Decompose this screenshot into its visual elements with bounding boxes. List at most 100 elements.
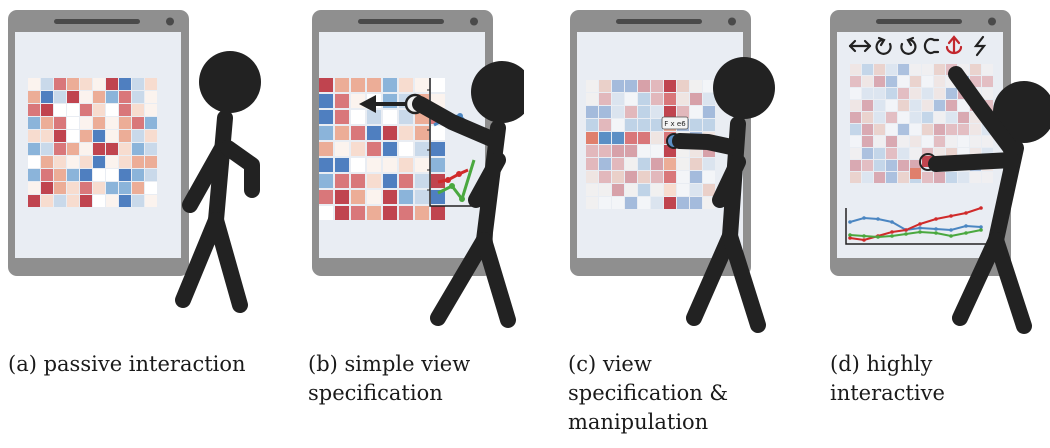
heatmap-cell xyxy=(67,91,79,103)
heatmap-cell-highlight xyxy=(664,158,676,170)
heatmap-cell xyxy=(910,160,921,171)
heatmap-cell xyxy=(80,117,92,129)
heatmap-cell xyxy=(703,171,715,183)
heatmap-cell xyxy=(850,64,861,75)
heatmap-cell xyxy=(703,119,715,131)
heatmap-cell xyxy=(586,197,598,209)
heatmap-cell xyxy=(874,64,885,75)
heatmap-cell xyxy=(335,110,349,124)
heatmap-cell xyxy=(874,148,885,159)
tablet-camera xyxy=(166,17,174,26)
upload-icon[interactable] xyxy=(945,35,963,55)
lightning-icon[interactable] xyxy=(973,35,987,57)
figure-arm-left xyxy=(468,152,506,208)
heatmap-cell xyxy=(982,76,993,87)
heatmap-cell xyxy=(119,130,131,142)
heatmap-cell xyxy=(898,88,909,99)
heatmap-cell xyxy=(612,145,624,157)
rotate-cw-icon[interactable] xyxy=(900,36,917,55)
heatmap-cell xyxy=(638,119,650,131)
heatmap-cell xyxy=(886,136,897,147)
heatmap-cell xyxy=(132,117,144,129)
heatmap-cell xyxy=(367,78,381,92)
tooltip: F x e6 xyxy=(661,116,689,130)
heatmap-cell xyxy=(677,158,689,170)
heatmap-cell xyxy=(586,106,598,118)
heatmap-cell xyxy=(41,182,53,194)
heatmap-cell xyxy=(874,76,885,87)
chart-point xyxy=(949,228,953,232)
heatmap-cell xyxy=(850,100,861,111)
heatmap-cell xyxy=(982,88,993,99)
figure-head xyxy=(199,51,261,113)
heatmap-cell xyxy=(690,171,702,183)
heatmap-cell xyxy=(415,158,429,172)
caption-label: (c) xyxy=(568,352,597,376)
heatmap-cell xyxy=(886,64,897,75)
heatmap-cell xyxy=(351,142,365,156)
heatmap-cell-highlight xyxy=(638,132,650,144)
heatmap-cell xyxy=(970,136,981,147)
heatmap-cell-highlight xyxy=(599,132,611,144)
heatmap-cell xyxy=(67,104,79,116)
heatmap-cell xyxy=(599,93,611,105)
double-arrow-icon[interactable] xyxy=(848,39,872,53)
heatmap-cell xyxy=(67,143,79,155)
heatmap-cell xyxy=(319,206,333,220)
heatmap-cell xyxy=(703,93,715,105)
heatmap-cell xyxy=(625,106,637,118)
heatmap-cell-highlight xyxy=(612,132,624,144)
heatmap-cell xyxy=(922,172,933,183)
heatmap-cell xyxy=(145,143,157,155)
heatmap-cell xyxy=(54,91,66,103)
chart-point xyxy=(876,217,880,221)
heatmap-cell xyxy=(80,143,92,155)
heatmap-cell xyxy=(106,143,118,155)
heatmap-cell xyxy=(625,80,637,92)
heatmap-cell xyxy=(677,171,689,183)
heatmap-cell xyxy=(898,76,909,87)
heatmap-cell xyxy=(934,124,945,135)
heatmap-cell-highlight xyxy=(664,80,676,92)
heatmap-cell xyxy=(946,100,957,111)
caption-a: (a) passive interaction xyxy=(8,350,270,379)
chart-point xyxy=(848,233,852,237)
heatmap-cell xyxy=(934,112,945,123)
heatmap-cell xyxy=(651,132,663,144)
figure-arm-pointing xyxy=(412,96,502,148)
heatmap-cell xyxy=(958,64,969,75)
heatmap-cell xyxy=(599,119,611,131)
heatmap-cell xyxy=(41,117,53,129)
red-series-line xyxy=(437,168,469,184)
heatmap-cell xyxy=(335,126,349,140)
panel-simple-view-specification: (b) simple view specification xyxy=(262,0,524,448)
heatmap-cell xyxy=(946,112,957,123)
heatmap-cell xyxy=(367,190,381,204)
panel-highly-interactive: (d) highly interactive xyxy=(786,0,1050,448)
heatmap xyxy=(850,64,993,183)
heatmap-cell xyxy=(93,117,105,129)
heatmap-cell xyxy=(625,184,637,196)
heatmap-cell xyxy=(67,169,79,181)
heatmap-cell xyxy=(351,110,365,124)
tablet-camera xyxy=(470,17,478,26)
heatmap-cell xyxy=(612,93,624,105)
heatmap-cell xyxy=(415,126,429,140)
figure-arm-pointing xyxy=(928,152,1020,172)
heatmap-cell xyxy=(28,117,40,129)
heatmap-cell xyxy=(41,143,53,155)
stick-figure xyxy=(928,66,1050,334)
passive-interaction-illustration xyxy=(8,10,261,313)
heatmap-cell xyxy=(28,130,40,142)
heatmap-cell xyxy=(586,93,598,105)
heatmap-cell xyxy=(586,158,598,170)
heatmap-cell xyxy=(886,124,897,135)
rotate-ccw-icon[interactable] xyxy=(875,36,892,55)
heatmap-cell xyxy=(677,197,689,209)
heatmap-cell xyxy=(922,88,933,99)
heatmap-cell xyxy=(910,112,921,123)
caption-label: (a) xyxy=(8,352,37,376)
hook-icon[interactable] xyxy=(923,37,940,55)
heatmap-cell xyxy=(335,206,349,220)
heatmap-cell xyxy=(80,78,92,90)
